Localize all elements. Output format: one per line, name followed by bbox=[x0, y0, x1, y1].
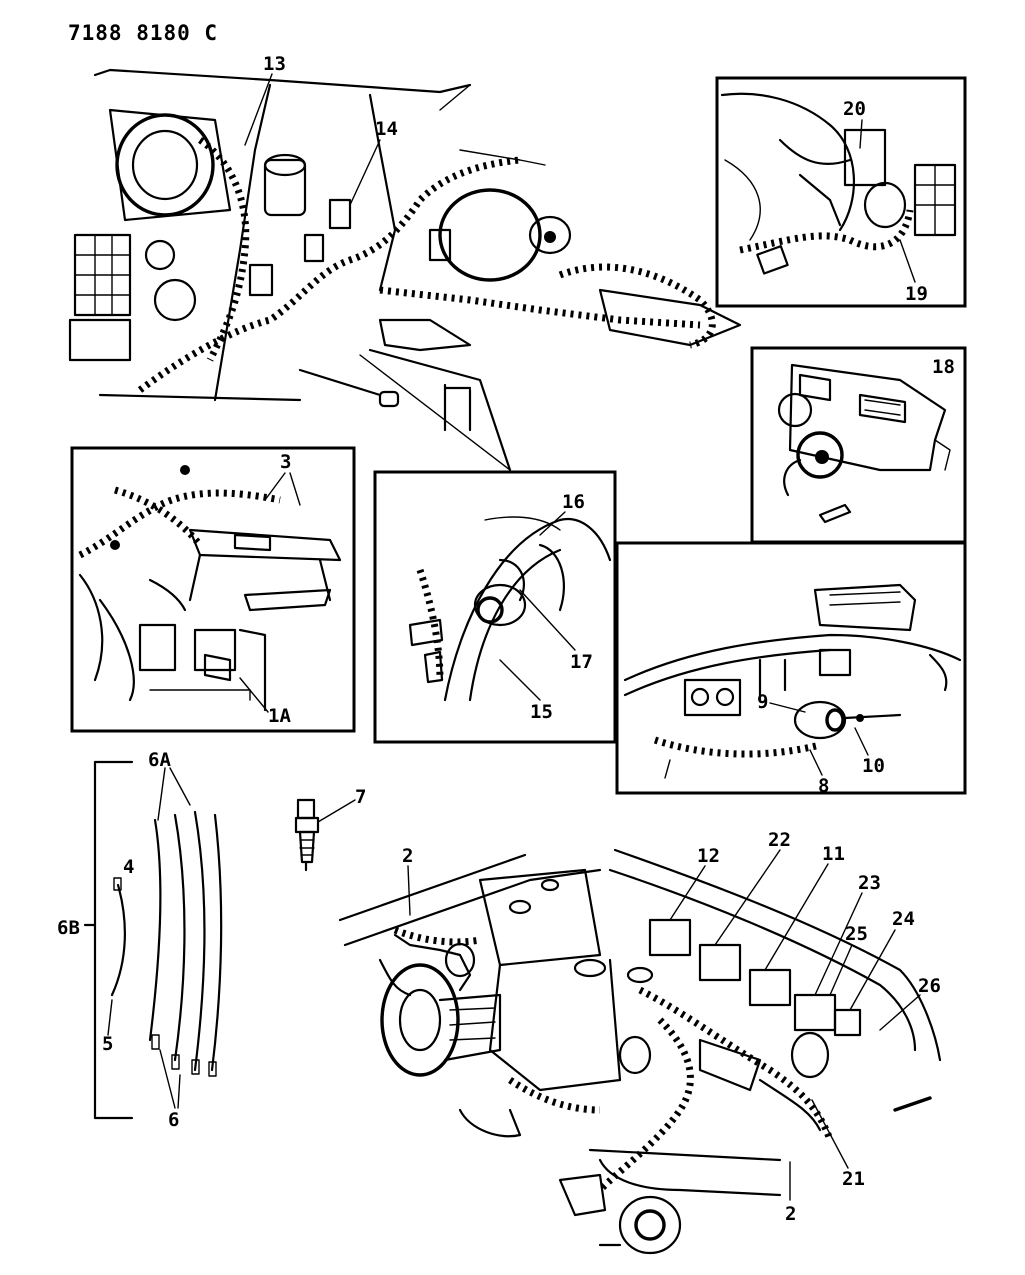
callout-19: 19 bbox=[905, 283, 928, 305]
callout-15: 15 bbox=[530, 701, 553, 723]
inset-19-20-illustration bbox=[720, 92, 957, 275]
callout-7: 7 bbox=[355, 786, 366, 808]
callout-6b: 6B bbox=[57, 917, 80, 939]
callout-6: 6 bbox=[168, 1109, 179, 1131]
drawing-code: 7188 8180 C bbox=[68, 21, 218, 45]
callout-18: 18 bbox=[932, 356, 955, 378]
callout-6a: 6A bbox=[148, 749, 171, 771]
inset-frame-19-20 bbox=[715, 76, 967, 308]
callout-25: 25 bbox=[845, 923, 868, 945]
callout-17: 17 bbox=[570, 651, 593, 673]
inset-frame-1a-3 bbox=[70, 446, 356, 733]
callout-11: 11 bbox=[822, 843, 845, 865]
callout-13: 13 bbox=[263, 53, 286, 75]
inset-1a-3-illustration bbox=[78, 465, 342, 712]
spark-plug-wires-illustration bbox=[83, 760, 223, 1120]
inset-frame-8-10 bbox=[615, 541, 967, 795]
callout-10: 10 bbox=[862, 755, 885, 777]
callout-23: 23 bbox=[858, 872, 881, 894]
engine-overview-illustration bbox=[68, 68, 742, 472]
inset-18-illustration bbox=[777, 363, 951, 524]
callout-2-top: 2 bbox=[402, 845, 413, 867]
inset-frame-15-17 bbox=[373, 470, 617, 744]
callout-21: 21 bbox=[842, 1168, 865, 1190]
callout-14: 14 bbox=[375, 118, 398, 140]
inset-15-17-illustration bbox=[408, 516, 612, 702]
callout-16: 16 bbox=[562, 491, 585, 513]
callout-5: 5 bbox=[102, 1033, 113, 1055]
callout-1a: 1A bbox=[268, 705, 291, 727]
callout-26: 26 bbox=[918, 975, 941, 997]
callout-12: 12 bbox=[697, 845, 720, 867]
callout-4: 4 bbox=[123, 856, 134, 878]
callout-8: 8 bbox=[818, 775, 829, 797]
engine-bay-illustration bbox=[338, 848, 942, 1255]
inset-8-10-illustration bbox=[623, 583, 962, 779]
callout-2-bottom: 2 bbox=[785, 1203, 796, 1225]
callout-22: 22 bbox=[768, 829, 791, 851]
callout-9: 9 bbox=[757, 691, 768, 713]
callout-24: 24 bbox=[892, 908, 915, 930]
spark-plug-illustration bbox=[294, 798, 320, 872]
callout-20: 20 bbox=[843, 98, 866, 120]
callout-3: 3 bbox=[280, 451, 291, 473]
